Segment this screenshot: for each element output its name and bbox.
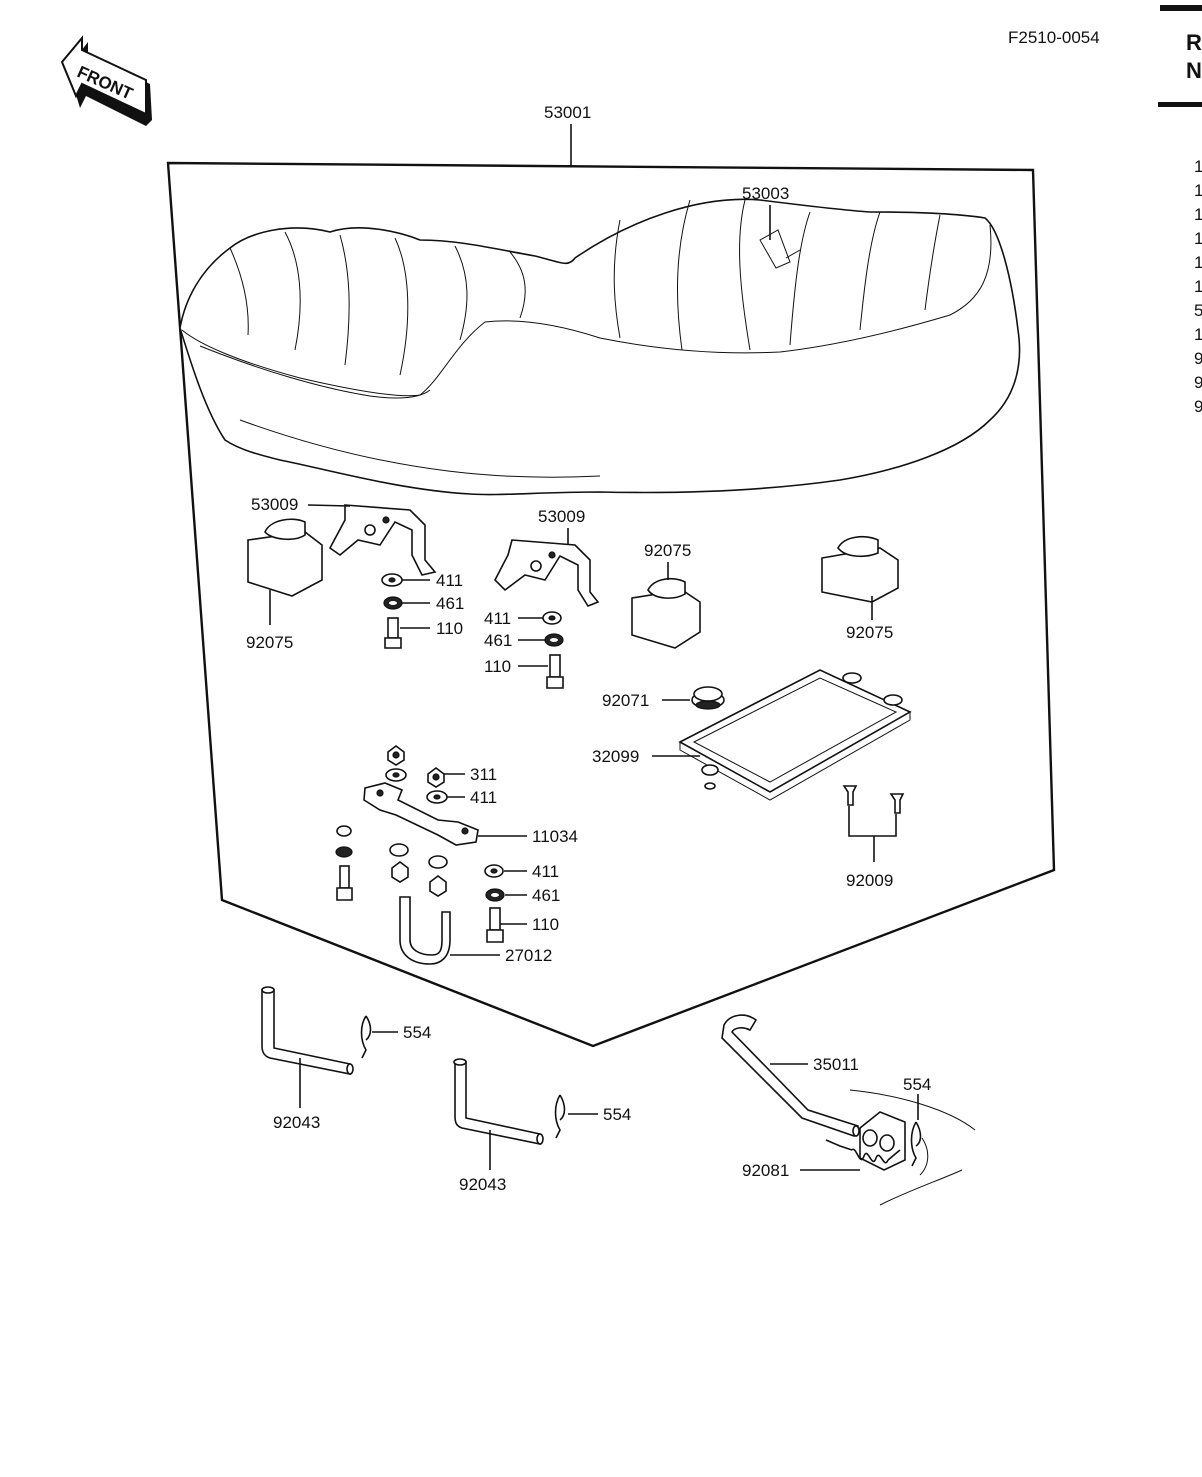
label-pin-554-left: 554 — [403, 1023, 431, 1042]
bracket-left-icon — [328, 504, 437, 576]
label-bar-center: 92043 — [459, 1175, 506, 1194]
pin-554-right-icon — [910, 1121, 922, 1167]
lower-hardware-icon — [335, 745, 505, 965]
label-washer-411-lower: 411 — [532, 862, 559, 881]
label-bracket-center: 53009 — [538, 507, 585, 526]
grommet-icon — [691, 686, 725, 710]
label-pin-554-center: 554 — [603, 1105, 631, 1124]
spring-icon — [825, 1139, 901, 1164]
leader-53009-left — [307, 504, 351, 507]
cut-off-letter-1: R — [1186, 30, 1202, 55]
label-lockwasher-461-left: 461 — [436, 594, 464, 613]
bracket-center-icon — [494, 539, 600, 607]
label-damper-right: 92075 — [846, 623, 893, 642]
cut-off-digit-11: 9 — [1194, 397, 1202, 416]
label-hinge-pin: 35011 — [813, 1055, 859, 1074]
cut-off-digit-10: 9 — [1194, 373, 1202, 392]
hardware-left-icon — [381, 573, 403, 649]
label-bracket-11034: 11034 — [532, 827, 578, 846]
tray-icon — [678, 669, 912, 801]
cut-off-digit-1: 1 — [1194, 157, 1202, 176]
pin-554-center-icon — [554, 1094, 566, 1139]
label-tray: 32099 — [592, 747, 639, 766]
cut-off-digit-9: 9 — [1194, 349, 1202, 368]
cut-off-column: R N 1 1 1 1 1 1 5 1 9 9 9 — [1158, 5, 1202, 416]
damper-right-icon — [821, 535, 899, 603]
hinge-pin-icon — [721, 1014, 860, 1138]
cut-off-digit-3: 1 — [1194, 205, 1202, 224]
pin-554-left-icon — [360, 1015, 372, 1059]
label-bolt-110-left: 110 — [436, 619, 463, 638]
cut-off-letter-2: N — [1186, 58, 1202, 83]
label-lockwasher-461-center: 461 — [484, 631, 512, 650]
label-bar-left: 92043 — [273, 1113, 320, 1132]
screws-icon — [842, 785, 905, 814]
cut-off-digit-7: 5 — [1194, 301, 1202, 320]
label-screws: 92009 — [846, 871, 893, 890]
cut-off-digit-4: 1 — [1194, 229, 1202, 248]
label-damper-left: 92075 — [246, 633, 293, 652]
label-bracket-left: 53009 — [251, 495, 298, 514]
label-grommet: 92071 — [602, 691, 649, 710]
label-washer-411-center: 411 — [484, 609, 511, 628]
label-pin-554-right: 554 — [903, 1075, 931, 1094]
cut-off-digit-2: 1 — [1194, 181, 1202, 200]
assembly-boundary — [166, 161, 1056, 1048]
damper-center-icon — [631, 577, 701, 649]
bracket-92009 — [848, 806, 897, 837]
seat-illustration — [179, 198, 1021, 496]
hardware-center-icon — [542, 611, 564, 689]
cut-off-digit-6: 1 — [1194, 277, 1202, 296]
bar-left-icon — [261, 986, 354, 1075]
label-seat-strap: 53003 — [742, 184, 789, 203]
cut-off-digit-5: 1 — [1194, 253, 1202, 272]
label-lockwasher-461-lower: 461 — [532, 886, 560, 905]
cut-off-digit-8: 1 — [1194, 325, 1202, 344]
cut-off-bar-mid — [1158, 102, 1202, 107]
drawing-code: F2510-0054 — [1008, 28, 1100, 47]
bar-center-icon — [453, 1058, 544, 1145]
label-seat-assy: 53001 — [544, 103, 591, 122]
label-washer-411-upper: 411 — [470, 788, 497, 807]
label-damper-center: 92075 — [644, 541, 691, 560]
label-nut-311: 311 — [470, 765, 497, 784]
label-washer-411-left: 411 — [436, 571, 463, 590]
label-bolt-110-center: 110 — [484, 657, 511, 676]
damper-left-icon — [247, 518, 323, 597]
front-arrow-icon: FRONT — [60, 35, 152, 126]
label-bolt-110-lower: 110 — [532, 915, 559, 934]
cut-off-bar-top — [1160, 5, 1202, 11]
label-ubolt: 27012 — [505, 946, 552, 965]
label-spring: 92081 — [742, 1161, 789, 1180]
